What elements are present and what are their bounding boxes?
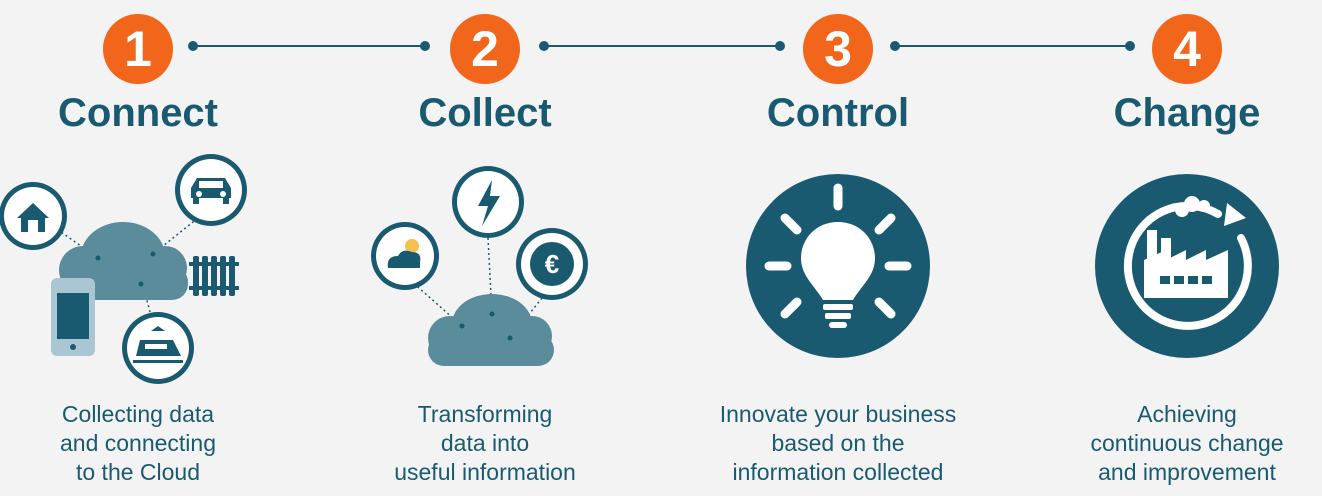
caption-line: based on the: [771, 430, 905, 456]
step-number-badge: 4: [1152, 14, 1222, 84]
caption-line: Innovate your business: [719, 401, 957, 427]
caption-line: to the Cloud: [75, 459, 201, 485]
caption-line: information collected: [732, 459, 944, 485]
step-title: Change: [1113, 91, 1261, 135]
change-illustration: [1095, 174, 1279, 358]
home-icon: [0, 182, 67, 250]
caption-line: and connecting: [59, 430, 216, 456]
step-connectors: [188, 41, 1135, 51]
step-caption: Collecting data and connecting to the Cl…: [0, 400, 303, 487]
step-number-badge: 2: [450, 14, 520, 84]
caption-line: useful information: [394, 459, 576, 485]
caption-line: Transforming: [417, 401, 553, 427]
lightbulb-icon: [746, 174, 930, 358]
lightning-icon: [452, 166, 524, 238]
connector-dot: [1125, 41, 1135, 51]
caption-line: Achieving: [1137, 401, 1237, 427]
car-icon: [175, 154, 247, 226]
step-connect: 1 Connect: [0, 0, 303, 496]
caption-line: data into: [440, 430, 530, 456]
caption-line: and improvement: [1098, 459, 1276, 485]
connector-dot: [188, 41, 198, 51]
caption-line: Collecting data: [61, 401, 215, 427]
step-title: Collect: [418, 91, 552, 135]
smartphone-icon: [51, 278, 95, 356]
step-title: Connect: [58, 91, 218, 135]
connector-dot: [775, 41, 785, 51]
step-caption: Innovate your business based on the info…: [673, 400, 1003, 487]
step-number-badge: 1: [103, 14, 173, 84]
connector-dot: [539, 41, 549, 51]
step-title: Control: [766, 91, 910, 135]
euro-icon: €: [516, 228, 588, 300]
control-illustration: [746, 174, 930, 358]
train-icon: [122, 312, 194, 384]
factory-icon: [1144, 196, 1228, 298]
weather-icon: [371, 222, 439, 290]
step-control: 3 Control Innovate your business based o…: [673, 0, 1003, 496]
step-caption: Transforming data into useful informatio…: [320, 400, 650, 487]
step-caption: Achieving continuous change and improvem…: [1022, 400, 1322, 487]
step-change: 4 Change Achieving continuous change and…: [1022, 0, 1322, 496]
connector-dot: [890, 41, 900, 51]
cycle-arrow-icon: [1123, 201, 1252, 330]
step-number-badge: 3: [803, 14, 873, 84]
collect-illustration: €: [371, 166, 588, 366]
step-collect: 2 Collect €: [320, 0, 650, 496]
radiator-icon: [189, 256, 239, 296]
cloud-icon: [59, 222, 188, 300]
connector-dot: [420, 41, 430, 51]
svg-text:€: €: [545, 249, 559, 279]
caption-line: continuous change: [1090, 430, 1284, 456]
cloud-icon: [428, 294, 554, 366]
connect-illustration: [0, 154, 247, 384]
